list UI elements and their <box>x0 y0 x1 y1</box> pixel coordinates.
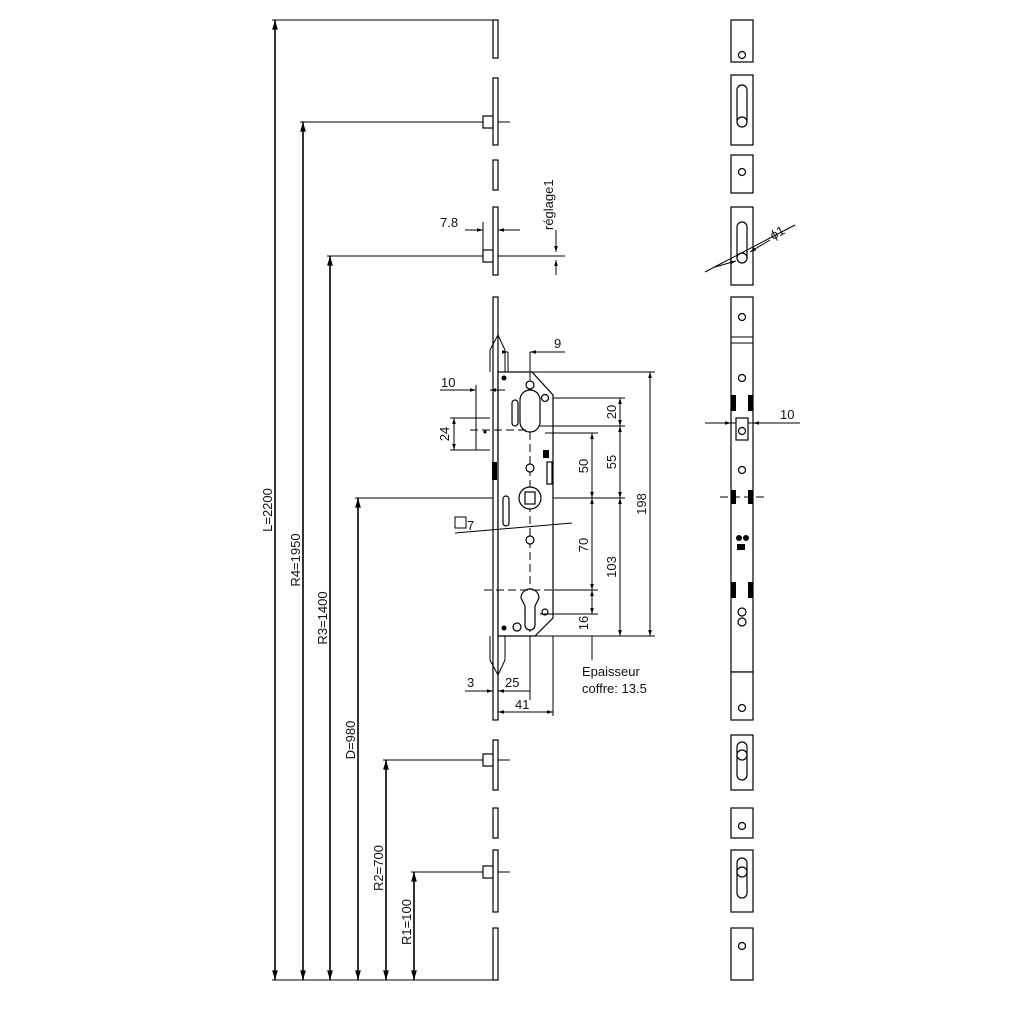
thickness-label-line1: Epaisseur <box>582 664 640 679</box>
overall-dimensions: L=2200 R4=1950 R3=1400 D=980 R2=700 R1=1… <box>260 19 570 981</box>
bolt-R2 <box>482 753 494 767</box>
label-R2: R2=700 <box>371 845 386 891</box>
label-25: 25 <box>505 675 519 690</box>
label-R1: R1=100 <box>399 899 414 945</box>
label-70: 70 <box>576 538 591 552</box>
label-3: 3 <box>467 675 474 690</box>
label-24: 24 <box>437 427 452 441</box>
label-16: 16 <box>576 616 591 630</box>
label-198: 198 <box>634 493 649 515</box>
label-phi: ϕ1 <box>767 223 787 243</box>
adjustment-dimensions: 7.8 réglage1 <box>440 179 565 275</box>
label-55: 55 <box>604 455 619 469</box>
label-7-8: 7.8 <box>440 215 458 230</box>
label-103: 103 <box>604 556 619 578</box>
latch-slot <box>519 389 541 433</box>
label-front-10: 10 <box>780 407 794 422</box>
label-10: 10 <box>441 375 455 390</box>
label-square-7: 7 <box>467 518 474 533</box>
square-symbol-icon <box>454 516 467 529</box>
label-L: L=2200 <box>260 488 275 532</box>
bolt-R4 <box>482 115 494 129</box>
label-20: 20 <box>604 405 619 419</box>
thickness-label-line2: coffre: 13.5 <box>582 681 647 696</box>
label-D: D=980 <box>343 721 358 760</box>
label-9: 9 <box>554 336 561 351</box>
lock-case <box>470 360 575 650</box>
label-50: 50 <box>576 459 591 473</box>
lock-dimensions: 9 10 24 20 55 103 198 50 70 16 <box>437 336 655 716</box>
label-R4: R4=1950 <box>288 533 303 586</box>
label-R3: R3=1400 <box>315 591 330 644</box>
label-reglage: réglage1 <box>541 179 556 230</box>
bolt-R3 <box>482 249 494 263</box>
front-view-strip: ϕ1 10 <box>704 19 800 981</box>
label-41: 41 <box>515 697 529 712</box>
bolt-R1 <box>482 865 494 879</box>
